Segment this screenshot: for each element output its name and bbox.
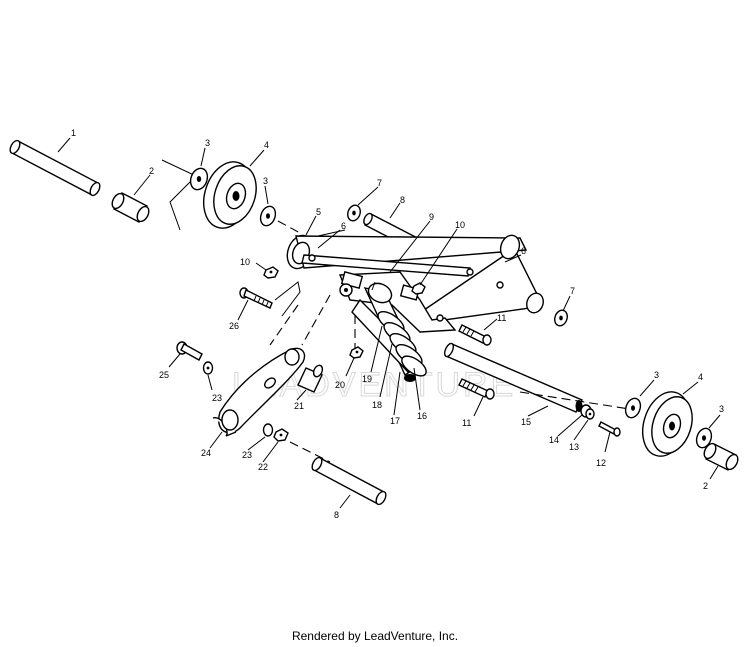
callout-9: 9 bbox=[429, 212, 434, 222]
callout-3-top-left: 3 bbox=[205, 138, 210, 148]
callout-8-top: 8 bbox=[400, 195, 405, 205]
callout-10-right: 10 bbox=[455, 220, 465, 230]
assembly-bracket-top bbox=[161, 159, 197, 231]
part-washer-7-top bbox=[347, 204, 361, 222]
part-bolt-12 bbox=[598, 421, 621, 437]
callout-4-bottom: 4 bbox=[698, 372, 703, 382]
callout-25: 25 bbox=[159, 370, 169, 380]
part-nut-10-right bbox=[411, 282, 426, 295]
callout-10-left: 10 bbox=[240, 257, 250, 267]
part-bolt-26 bbox=[239, 287, 273, 309]
part-idler-wheel-4-top bbox=[203, 161, 257, 229]
callout-6-left: 6 bbox=[341, 221, 346, 231]
callout-3-bottom-left: 3 bbox=[654, 370, 659, 380]
part-bolt-11-upper bbox=[458, 324, 492, 346]
callout-7-right: 7 bbox=[570, 286, 575, 296]
callout-13: 13 bbox=[569, 442, 579, 452]
part-shock-absorber bbox=[339, 282, 427, 382]
part-nut-22 bbox=[273, 428, 289, 442]
callout-6-right: 6 bbox=[521, 246, 526, 256]
part-washer-23-top bbox=[202, 361, 214, 375]
part-nut-20 bbox=[349, 346, 364, 359]
callout-4-top: 4 bbox=[264, 140, 269, 150]
callout-11-upper: 11 bbox=[497, 313, 506, 323]
callout-23-top: 23 bbox=[212, 393, 222, 403]
part-link-plate-24 bbox=[212, 347, 306, 437]
part-idler-wheel-4-bottom bbox=[642, 391, 693, 457]
callout-18: 18 bbox=[372, 400, 382, 410]
callout-2-bottom: 2 bbox=[703, 481, 708, 491]
part-washer-3-bottom-left bbox=[624, 397, 642, 419]
callout-11-lower: 11 bbox=[462, 418, 471, 428]
part-spacer-21 bbox=[297, 364, 324, 393]
callout-7-top: 7 bbox=[377, 178, 382, 188]
part-washer-13 bbox=[585, 408, 595, 420]
callout-1: 1 bbox=[71, 128, 76, 138]
leader-lines bbox=[57, 137, 721, 509]
part-washer-23-bottom bbox=[262, 423, 274, 437]
callout-16: 16 bbox=[417, 411, 427, 421]
part-spacer-2-top bbox=[111, 192, 150, 223]
callout-21: 21 bbox=[294, 401, 304, 411]
part-bolt-25 bbox=[176, 341, 203, 361]
callout-20: 20 bbox=[335, 380, 345, 390]
callout-3-bottom-right: 3 bbox=[719, 404, 724, 414]
part-shaft-8-bottom bbox=[311, 456, 387, 506]
part-nut-10-left bbox=[263, 266, 279, 279]
callout-3-top-right: 3 bbox=[263, 176, 268, 186]
callout-8-bottom: 8 bbox=[334, 510, 339, 520]
part-washer-3-bottom-right bbox=[695, 427, 713, 449]
callout-22: 22 bbox=[258, 462, 268, 472]
part-washer-3-top-right bbox=[259, 205, 277, 227]
part-shaft-1 bbox=[9, 139, 101, 197]
callout-17: 17 bbox=[390, 416, 400, 426]
callout-15: 15 bbox=[521, 417, 531, 427]
callout-labels: 1 2 3 4 3 7 8 5 6 9 10 10 6 26 7 11 25 2… bbox=[71, 128, 724, 520]
callout-26: 26 bbox=[229, 321, 239, 331]
part-bolt-11-lower bbox=[458, 378, 495, 400]
callout-5: 5 bbox=[316, 207, 321, 217]
part-washer-7-right bbox=[554, 309, 568, 327]
footer-credit: Rendered by LeadVenture, Inc. bbox=[291, 629, 459, 643]
callout-12: 12 bbox=[596, 458, 606, 468]
part-rear-arm-assembly bbox=[286, 234, 544, 333]
part-washer-3-top-left bbox=[189, 167, 209, 191]
callout-19: 19 bbox=[362, 374, 372, 384]
callout-2-top: 2 bbox=[149, 166, 154, 176]
part-spacer-2-bottom bbox=[703, 442, 739, 471]
callout-23-bottom: 23 bbox=[242, 450, 252, 460]
callout-24: 24 bbox=[201, 448, 211, 458]
callout-14: 14 bbox=[549, 435, 559, 445]
